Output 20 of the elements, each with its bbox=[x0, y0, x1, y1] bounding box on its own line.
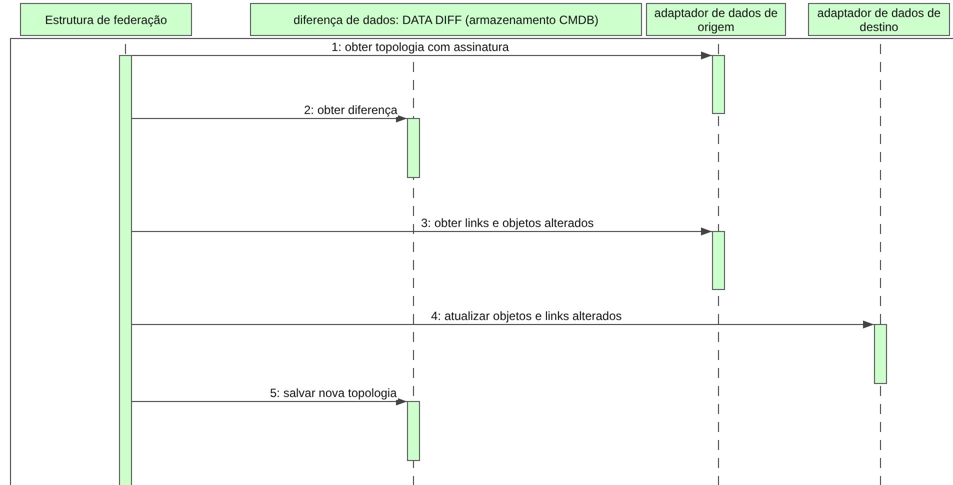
participant-box: adaptador de dados de destino bbox=[808, 3, 950, 36]
message-arrow bbox=[132, 114, 408, 122]
message-label: 4: atualizar objetos e links alterados bbox=[430, 310, 623, 322]
participant-box: diferença de dados: DATA DIFF (armazenamento CMDB) bbox=[250, 3, 642, 36]
activation-bar bbox=[712, 55, 725, 114]
activation-bar bbox=[407, 401, 420, 461]
message-label: 1: obter topologia com assinatura bbox=[330, 40, 510, 54]
message-label: 2: obter diferença bbox=[303, 104, 398, 116]
message-arrow bbox=[132, 398, 408, 406]
participant-box: Estrutura de federação bbox=[20, 3, 192, 36]
message-arrow bbox=[132, 320, 874, 328]
message-arrow bbox=[132, 52, 712, 60]
activation-bar bbox=[712, 231, 725, 290]
participant-box: adaptador de dados de origem bbox=[646, 3, 786, 36]
activation-bar bbox=[407, 118, 420, 178]
activation-bar bbox=[874, 324, 887, 384]
message-arrow bbox=[132, 228, 712, 236]
activation-bar bbox=[119, 55, 132, 485]
message-label: 3: obter links e objetos alterados bbox=[420, 216, 595, 230]
message-label: 5: salvar nova topologia bbox=[269, 386, 398, 400]
